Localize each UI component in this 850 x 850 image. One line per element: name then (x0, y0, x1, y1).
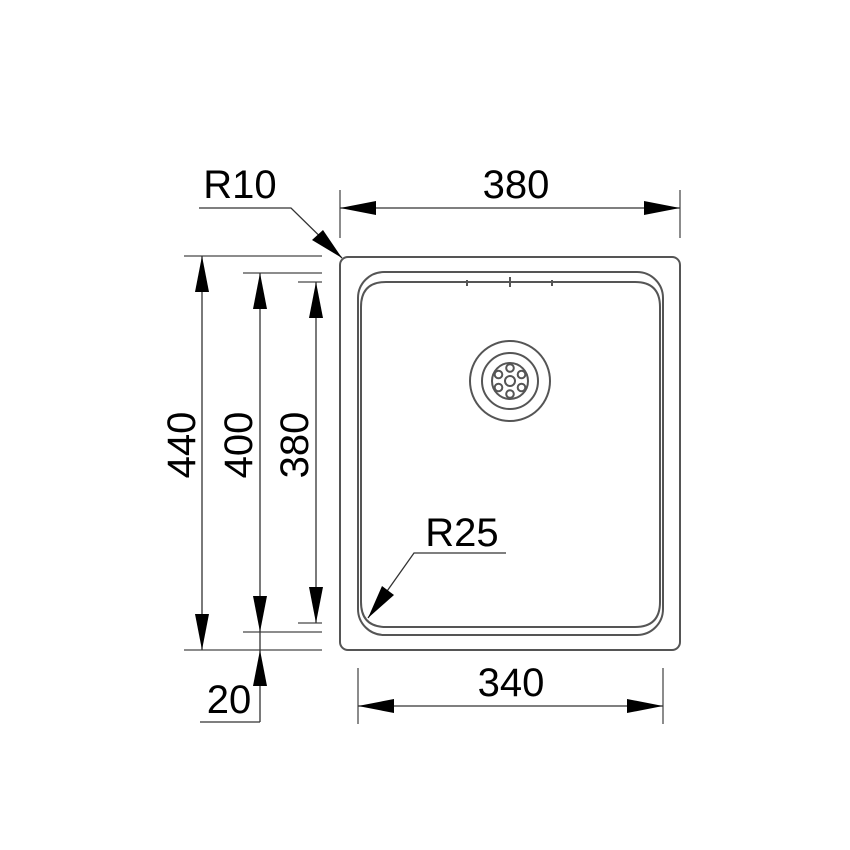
dimension-outer-corner-radius: R10 (199, 163, 343, 259)
bowl-depth-outer-label: 400 (217, 412, 261, 479)
dimension-bowl-depth-outer: 400 (217, 273, 267, 722)
bowl-inner-outline (360, 281, 661, 628)
rim-tick-marks (466, 277, 553, 287)
front-offset-label: 20 (207, 678, 252, 722)
dimension-bowl-width: 340 (357, 661, 664, 724)
dimension-bowl-depth-inner: 380 (273, 282, 323, 623)
bowl-width-label: 340 (478, 661, 545, 705)
bowl-corner-radius-label: R25 (425, 511, 498, 555)
dimension-front-offset: 20 (200, 650, 267, 723)
overall-depth-label: 440 (160, 412, 204, 479)
dimension-overall-width: 380 (339, 163, 681, 238)
overall-width-label: 380 (483, 163, 550, 207)
sink-outer-rim (339, 256, 681, 651)
bowl-outer-outline (357, 271, 664, 636)
dimension-overall-depth: 440 (160, 256, 209, 650)
drain-icon (469, 340, 551, 422)
dimension-bowl-corner-radius: R25 (367, 511, 506, 619)
vertical-extension-lines (184, 255, 322, 651)
outer-corner-radius-label: R10 (203, 163, 276, 207)
bowl-depth-inner-label: 380 (273, 412, 317, 479)
